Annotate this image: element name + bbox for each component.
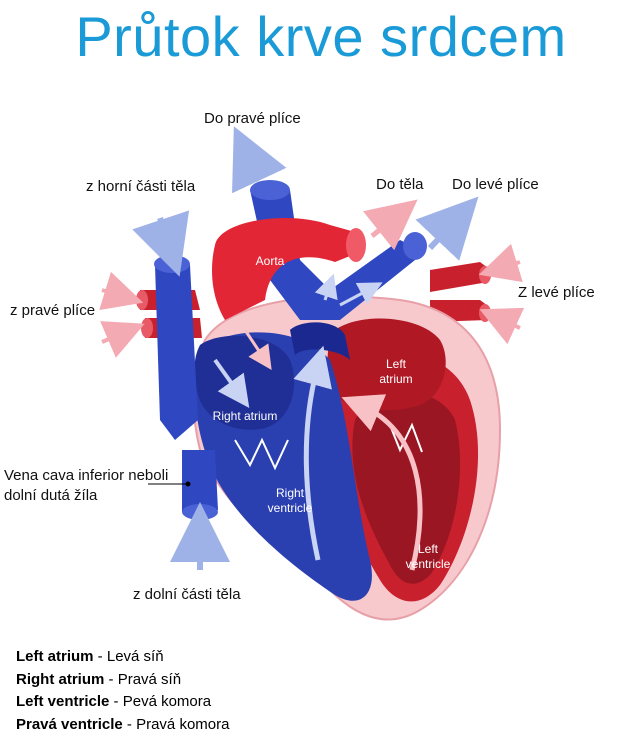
legend-sep: - — [122, 715, 137, 733]
flow-arrow-pa — [339, 282, 383, 307]
legend-row: Right atrium - Pravá síň — [16, 669, 229, 692]
arrow-to-body — [362, 199, 418, 251]
flow-arrow-ra — [213, 358, 250, 409]
arrow-from-upper-body — [132, 210, 190, 277]
left-ventricle-chamber — [352, 391, 461, 584]
label-from-upper-body: z horní části těla — [86, 178, 196, 195]
vena-cava-leader-dot — [185, 481, 191, 487]
arrow-from-right-lung-1 — [99, 271, 144, 311]
arrow-to-left-lung — [415, 196, 479, 261]
left-atrium-shape — [327, 318, 446, 411]
legend-term: Right atrium — [16, 670, 105, 688]
legend-term: Left ventricle — [16, 693, 110, 710]
flow-arrow-lv — [341, 394, 423, 571]
legend-sep: - — [104, 670, 118, 688]
arrow-from-right-lung-2 — [100, 321, 145, 358]
legend-sep: - — [109, 693, 123, 710]
arrow-from-left-lung-2 — [479, 307, 525, 345]
legend-term: Left atrium — [16, 648, 94, 665]
label-vena-cava: Vena cava inferior neboli dolní dutá žíl… — [4, 467, 169, 504]
flow-arrow-aorta — [243, 329, 272, 370]
label-to-body: Do těla — [376, 176, 424, 193]
label-right-atrium: Right atrium — [213, 409, 278, 423]
label-from-lower-body: z dolní části těla — [133, 586, 241, 603]
label-right-ventricle-1: Right — [276, 486, 305, 500]
septum — [290, 322, 350, 360]
label-left-atrium-2: atrium — [379, 372, 412, 386]
legend-meaning: Pevá komora — [122, 693, 212, 710]
label-to-left-lung: Do levé plíce — [452, 176, 539, 193]
label-right-ventricle-2: ventricle — [268, 501, 313, 515]
label-left-atrium-1: Left — [386, 357, 407, 371]
page-title: Průtok krve srdcem — [75, 5, 567, 68]
arrow-to-right-lung — [232, 126, 287, 194]
legend: Left atrium - Levá síň Right atrium - Pr… — [16, 646, 229, 736]
label-aorta: Aorta — [256, 254, 285, 268]
legend-row: Pravá ventricle - Pravá komora — [16, 714, 229, 737]
flow-arrow-pa2 — [314, 273, 338, 301]
legend-term: Pravá ventricle — [16, 715, 123, 733]
legend-meaning: Pravá síň — [117, 670, 182, 688]
legend-meaning: Levá síň — [106, 648, 164, 665]
label-to-right-lung: Do pravé plíce — [204, 110, 301, 127]
legend-row: Left atrium - Levá síň — [16, 646, 229, 669]
label-from-right-lung: z pravé plíce — [10, 302, 96, 319]
aorta — [212, 217, 365, 320]
superior-vena-cava — [155, 257, 198, 440]
inferior-vena-cava — [182, 450, 218, 512]
label-left-ventricle-2: ventricle — [406, 557, 451, 571]
legend-meaning: Pravá komora — [136, 715, 230, 733]
label-left-ventricle-1: Left — [418, 542, 439, 556]
arrow-from-left-lung-1 — [478, 243, 523, 283]
label-from-left-lung: Z levé plíce — [518, 284, 595, 301]
flow-arrow-rv — [293, 345, 332, 561]
legend-sep: - — [93, 648, 107, 665]
legend-row: Left ventricle - Pevá komora — [16, 691, 229, 714]
tricuspid-valve — [234, 437, 289, 471]
mitral-valve — [389, 422, 423, 453]
